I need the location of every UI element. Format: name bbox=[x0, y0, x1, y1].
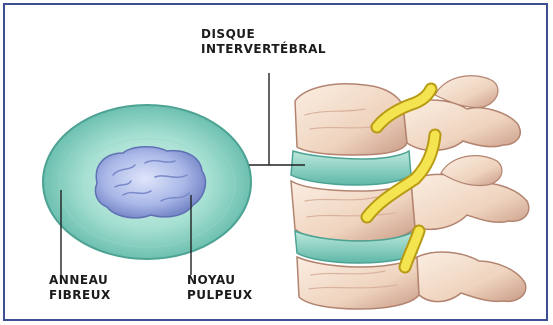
label-anneau-line2: FIBREUX bbox=[49, 288, 111, 303]
illustration-frame: DISQUE INTERVERTÉBRAL ANNEAU FIBREUX NOY… bbox=[3, 3, 548, 321]
label-noyau-line2: PULPEUX bbox=[187, 288, 253, 303]
label-noyau-pulpeux: NOYAU PULPEUX bbox=[187, 273, 253, 303]
label-disque-line2: INTERVERTÉBRAL bbox=[201, 42, 326, 57]
disc-cross-section bbox=[43, 105, 251, 259]
label-anneau-line1: ANNEAU bbox=[49, 273, 111, 288]
nucleus-pulposus-shape bbox=[95, 147, 205, 218]
label-anneau-fibreux: ANNEAU FIBREUX bbox=[49, 273, 111, 303]
label-disque-line1: DISQUE bbox=[201, 27, 326, 42]
intervertebral-disc-side bbox=[291, 151, 411, 185]
label-disque-intervertebral: DISQUE INTERVERTÉBRAL bbox=[201, 27, 326, 57]
label-noyau-line1: NOYAU bbox=[187, 273, 253, 288]
